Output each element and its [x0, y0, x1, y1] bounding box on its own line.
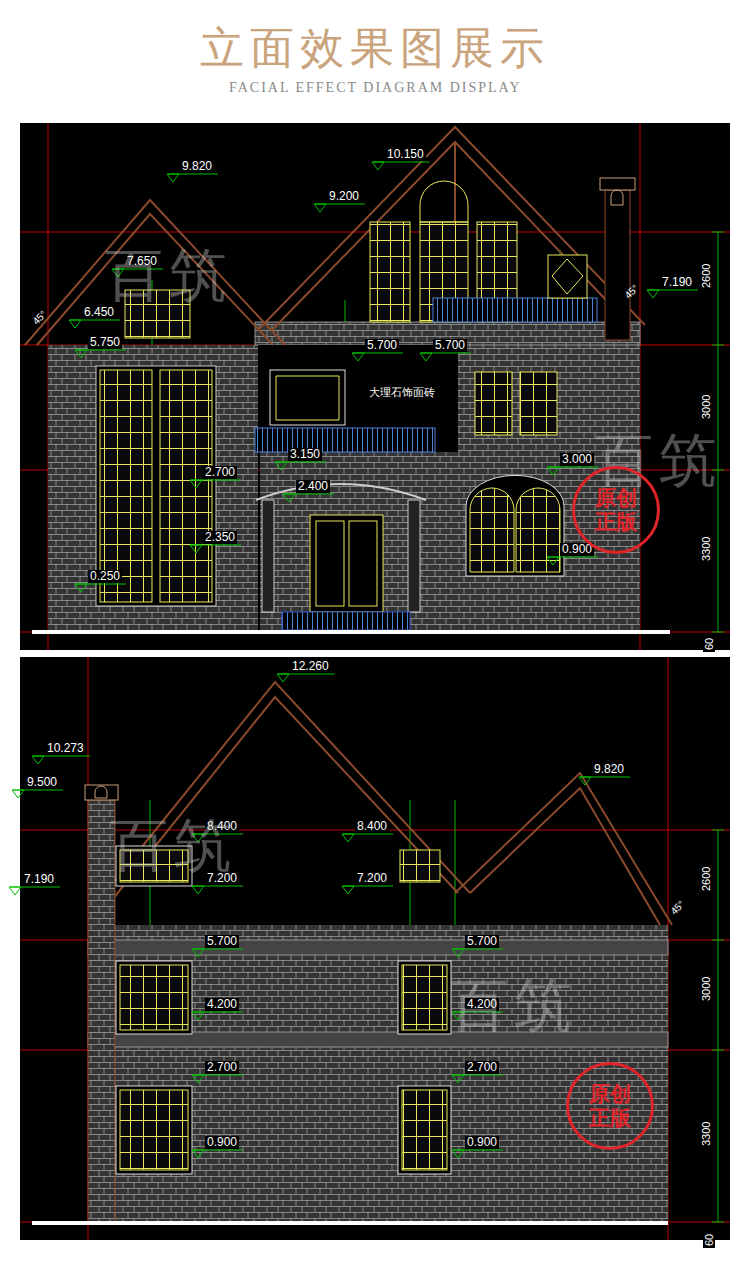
level-triangle: [372, 162, 384, 170]
level-triangle: [190, 480, 202, 488]
level-mark: 2.700: [465, 1061, 499, 1074]
level-triangle: [190, 545, 202, 553]
level-mark: 8.400: [355, 820, 389, 833]
level-triangle: [452, 949, 464, 957]
level-triangle: [452, 1075, 464, 1083]
level-triangle: [32, 756, 44, 764]
dimension-value: 3300: [700, 535, 712, 563]
page-subtitle: FACIAL EFFECT DIAGRAM DISPLAY: [229, 80, 522, 96]
seal-text: 正版: [595, 510, 637, 534]
level-triangle: [275, 462, 287, 470]
seal-text: 正版: [589, 1106, 631, 1130]
level-triangle: [283, 494, 295, 502]
level-triangle: [352, 353, 364, 361]
dimension-value: 60: [703, 636, 715, 652]
seal-stamp: 原创正版: [566, 1062, 654, 1150]
level-triangle: [69, 320, 81, 328]
level-mark: 0.900: [560, 543, 594, 556]
level-mark: 5.750: [88, 336, 122, 349]
level-triangle: [420, 353, 432, 361]
level-triangle: [75, 584, 87, 592]
page-title: 立面效果图展示: [200, 22, 550, 74]
level-mark: 9.820: [592, 763, 626, 776]
level-mark: 2.700: [203, 466, 237, 479]
level-mark: 7.190: [660, 276, 694, 289]
level-triangle: [192, 1012, 204, 1020]
level-mark: 5.700: [365, 339, 399, 352]
level-triangle: [547, 557, 559, 565]
level-mark: 10.273: [45, 742, 86, 755]
level-triangle: [192, 1075, 204, 1083]
level-mark: 5.700: [433, 339, 467, 352]
level-triangle: [12, 790, 24, 798]
level-mark: 5.700: [205, 935, 239, 948]
level-triangle: [192, 886, 204, 894]
watermark: 百筑: [450, 975, 578, 1035]
seal-text: 原创: [595, 486, 637, 510]
level-mark: 2.700: [205, 1061, 239, 1074]
dimension-value: 3000: [700, 975, 712, 1003]
dimension-value: 2600: [700, 262, 712, 290]
level-triangle: [192, 1150, 204, 1158]
level-triangle: [75, 350, 87, 358]
level-mark: 10.150: [385, 148, 426, 161]
level-triangle: [647, 290, 659, 298]
level-mark: 6.450: [82, 306, 116, 319]
dimension-value: 2600: [700, 865, 712, 893]
level-triangle: [342, 886, 354, 894]
level-triangle: [452, 1150, 464, 1158]
level-triangle: [277, 674, 289, 682]
dimension-value: 3300: [700, 1120, 712, 1148]
level-mark: 3.150: [288, 448, 322, 461]
level-mark: 0.900: [465, 1136, 499, 1149]
seal-stamp: 原创正版: [572, 466, 660, 554]
level-mark: 0.900: [205, 1136, 239, 1149]
level-triangle: [192, 949, 204, 957]
level-triangle: [9, 887, 21, 895]
level-mark: 12.260: [290, 660, 331, 673]
dimension-value: 3000: [700, 393, 712, 421]
level-mark: 2.350: [203, 531, 237, 544]
level-triangle: [547, 467, 559, 475]
level-mark: 9.200: [327, 190, 361, 203]
level-mark: 9.500: [25, 776, 59, 789]
level-mark: 9.820: [180, 160, 214, 173]
level-mark: 3.000: [560, 453, 594, 466]
level-mark: 7.190: [22, 873, 56, 886]
material-note: 大理石饰面砖: [367, 386, 437, 399]
dimension-value: 60: [703, 1232, 715, 1248]
level-mark: 7.200: [355, 872, 389, 885]
watermark: 百筑: [105, 245, 233, 305]
watermark: 百筑: [595, 430, 723, 490]
level-triangle: [167, 174, 179, 182]
level-mark: 4.200: [205, 998, 239, 1011]
level-mark: 5.700: [465, 935, 499, 948]
level-triangle: [579, 777, 591, 785]
level-triangle: [314, 204, 326, 212]
level-mark: 2.400: [296, 480, 330, 493]
level-mark: 0.250: [88, 570, 122, 583]
level-triangle: [342, 834, 354, 842]
watermark: 百筑: [110, 815, 238, 875]
seal-text: 原创: [589, 1082, 631, 1106]
